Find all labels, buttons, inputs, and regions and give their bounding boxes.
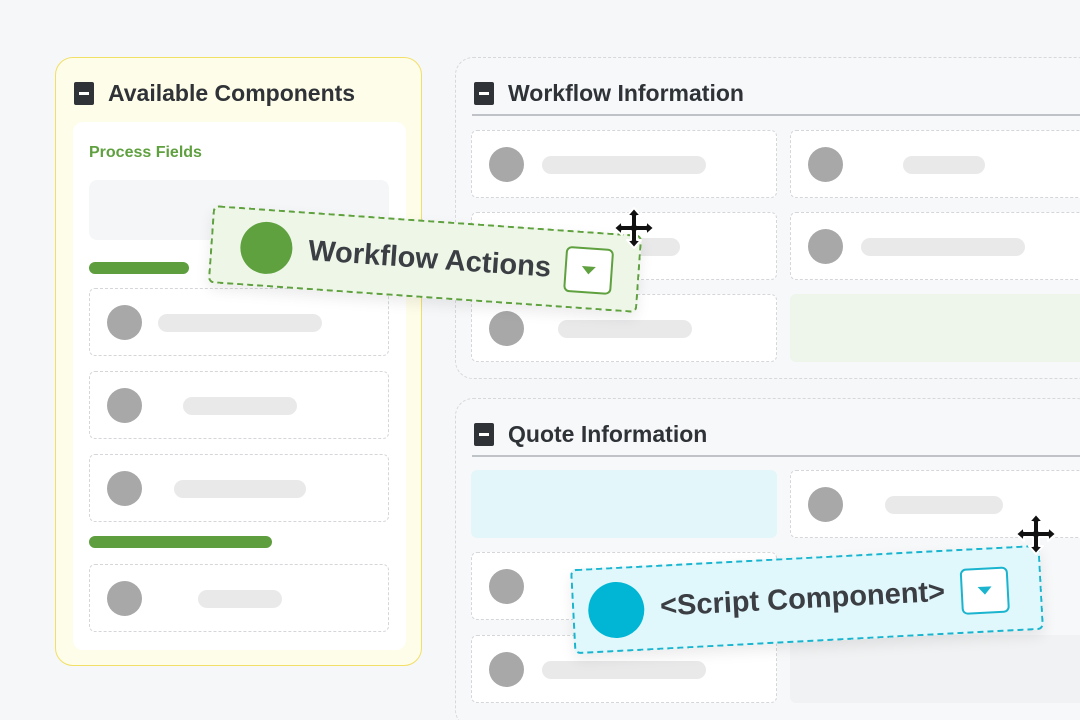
- caret-down-icon: [977, 585, 993, 595]
- field-label-placeholder: [861, 238, 1025, 256]
- component-item[interactable]: [89, 564, 389, 632]
- component-avatar: [107, 471, 142, 506]
- component-item[interactable]: [89, 371, 389, 439]
- component-avatar: [107, 581, 142, 616]
- workflow-actions-dot: [238, 220, 295, 276]
- workflow-actions-dropdown-button[interactable]: [563, 245, 615, 296]
- section-divider: [472, 114, 1080, 116]
- quote-information-header: Quote Information: [474, 421, 707, 448]
- group-divider: [89, 262, 189, 274]
- field-avatar: [489, 652, 524, 687]
- move-cursor-icon: [613, 207, 655, 249]
- component-label-placeholder: [198, 590, 282, 608]
- field-label-placeholder: [558, 320, 692, 338]
- move-cursor-icon: [1015, 513, 1057, 555]
- available-components-panel: Available Components Process Fields: [55, 57, 422, 666]
- field-avatar: [489, 311, 524, 346]
- drop-target-highlight[interactable]: [471, 470, 777, 538]
- field-label-placeholder: [542, 661, 706, 679]
- field-label-placeholder: [885, 496, 1003, 514]
- field-avatar: [489, 147, 524, 182]
- group-divider: [89, 536, 272, 548]
- drop-target-highlight[interactable]: [790, 294, 1080, 362]
- empty-field-slot[interactable]: [790, 635, 1080, 703]
- caret-down-icon: [581, 265, 597, 275]
- script-component-dropdown-button[interactable]: [959, 565, 1011, 615]
- component-avatar: [107, 388, 142, 423]
- field-avatar: [808, 487, 843, 522]
- workflow-information-header: Workflow Information: [474, 80, 744, 107]
- field-label-placeholder: [903, 156, 985, 174]
- field-avatar: [808, 147, 843, 182]
- field-avatar: [489, 569, 524, 604]
- workflow-information-panel: Workflow Information: [455, 57, 1080, 379]
- component-label-placeholder: [158, 314, 322, 332]
- component-item[interactable]: [89, 288, 389, 356]
- workflow-actions-label: Workflow Actions: [307, 234, 553, 284]
- component-label-placeholder: [183, 397, 297, 415]
- component-avatar: [107, 305, 142, 340]
- script-component-dot: [586, 580, 646, 639]
- process-fields-label: Process Fields: [89, 144, 202, 161]
- section-divider: [472, 455, 1080, 457]
- component-label-placeholder: [174, 480, 306, 498]
- script-component-label: <Script Component>: [659, 575, 946, 623]
- form-field[interactable]: [471, 130, 777, 198]
- document-icon: [474, 423, 494, 446]
- form-field[interactable]: [790, 130, 1080, 198]
- component-item[interactable]: [89, 454, 389, 522]
- workflow-information-title: Workflow Information: [508, 80, 744, 106]
- components-list: Process Fields: [73, 122, 406, 650]
- document-icon: [74, 82, 94, 105]
- quote-information-title: Quote Information: [508, 421, 708, 447]
- form-field[interactable]: [790, 470, 1080, 538]
- field-label-placeholder: [542, 156, 706, 174]
- form-field[interactable]: [790, 212, 1080, 280]
- document-icon: [474, 82, 494, 105]
- available-components-title: Available Components: [108, 80, 356, 106]
- field-avatar: [808, 229, 843, 264]
- form-field[interactable]: [471, 635, 777, 703]
- available-components-header: Available Components: [74, 80, 355, 107]
